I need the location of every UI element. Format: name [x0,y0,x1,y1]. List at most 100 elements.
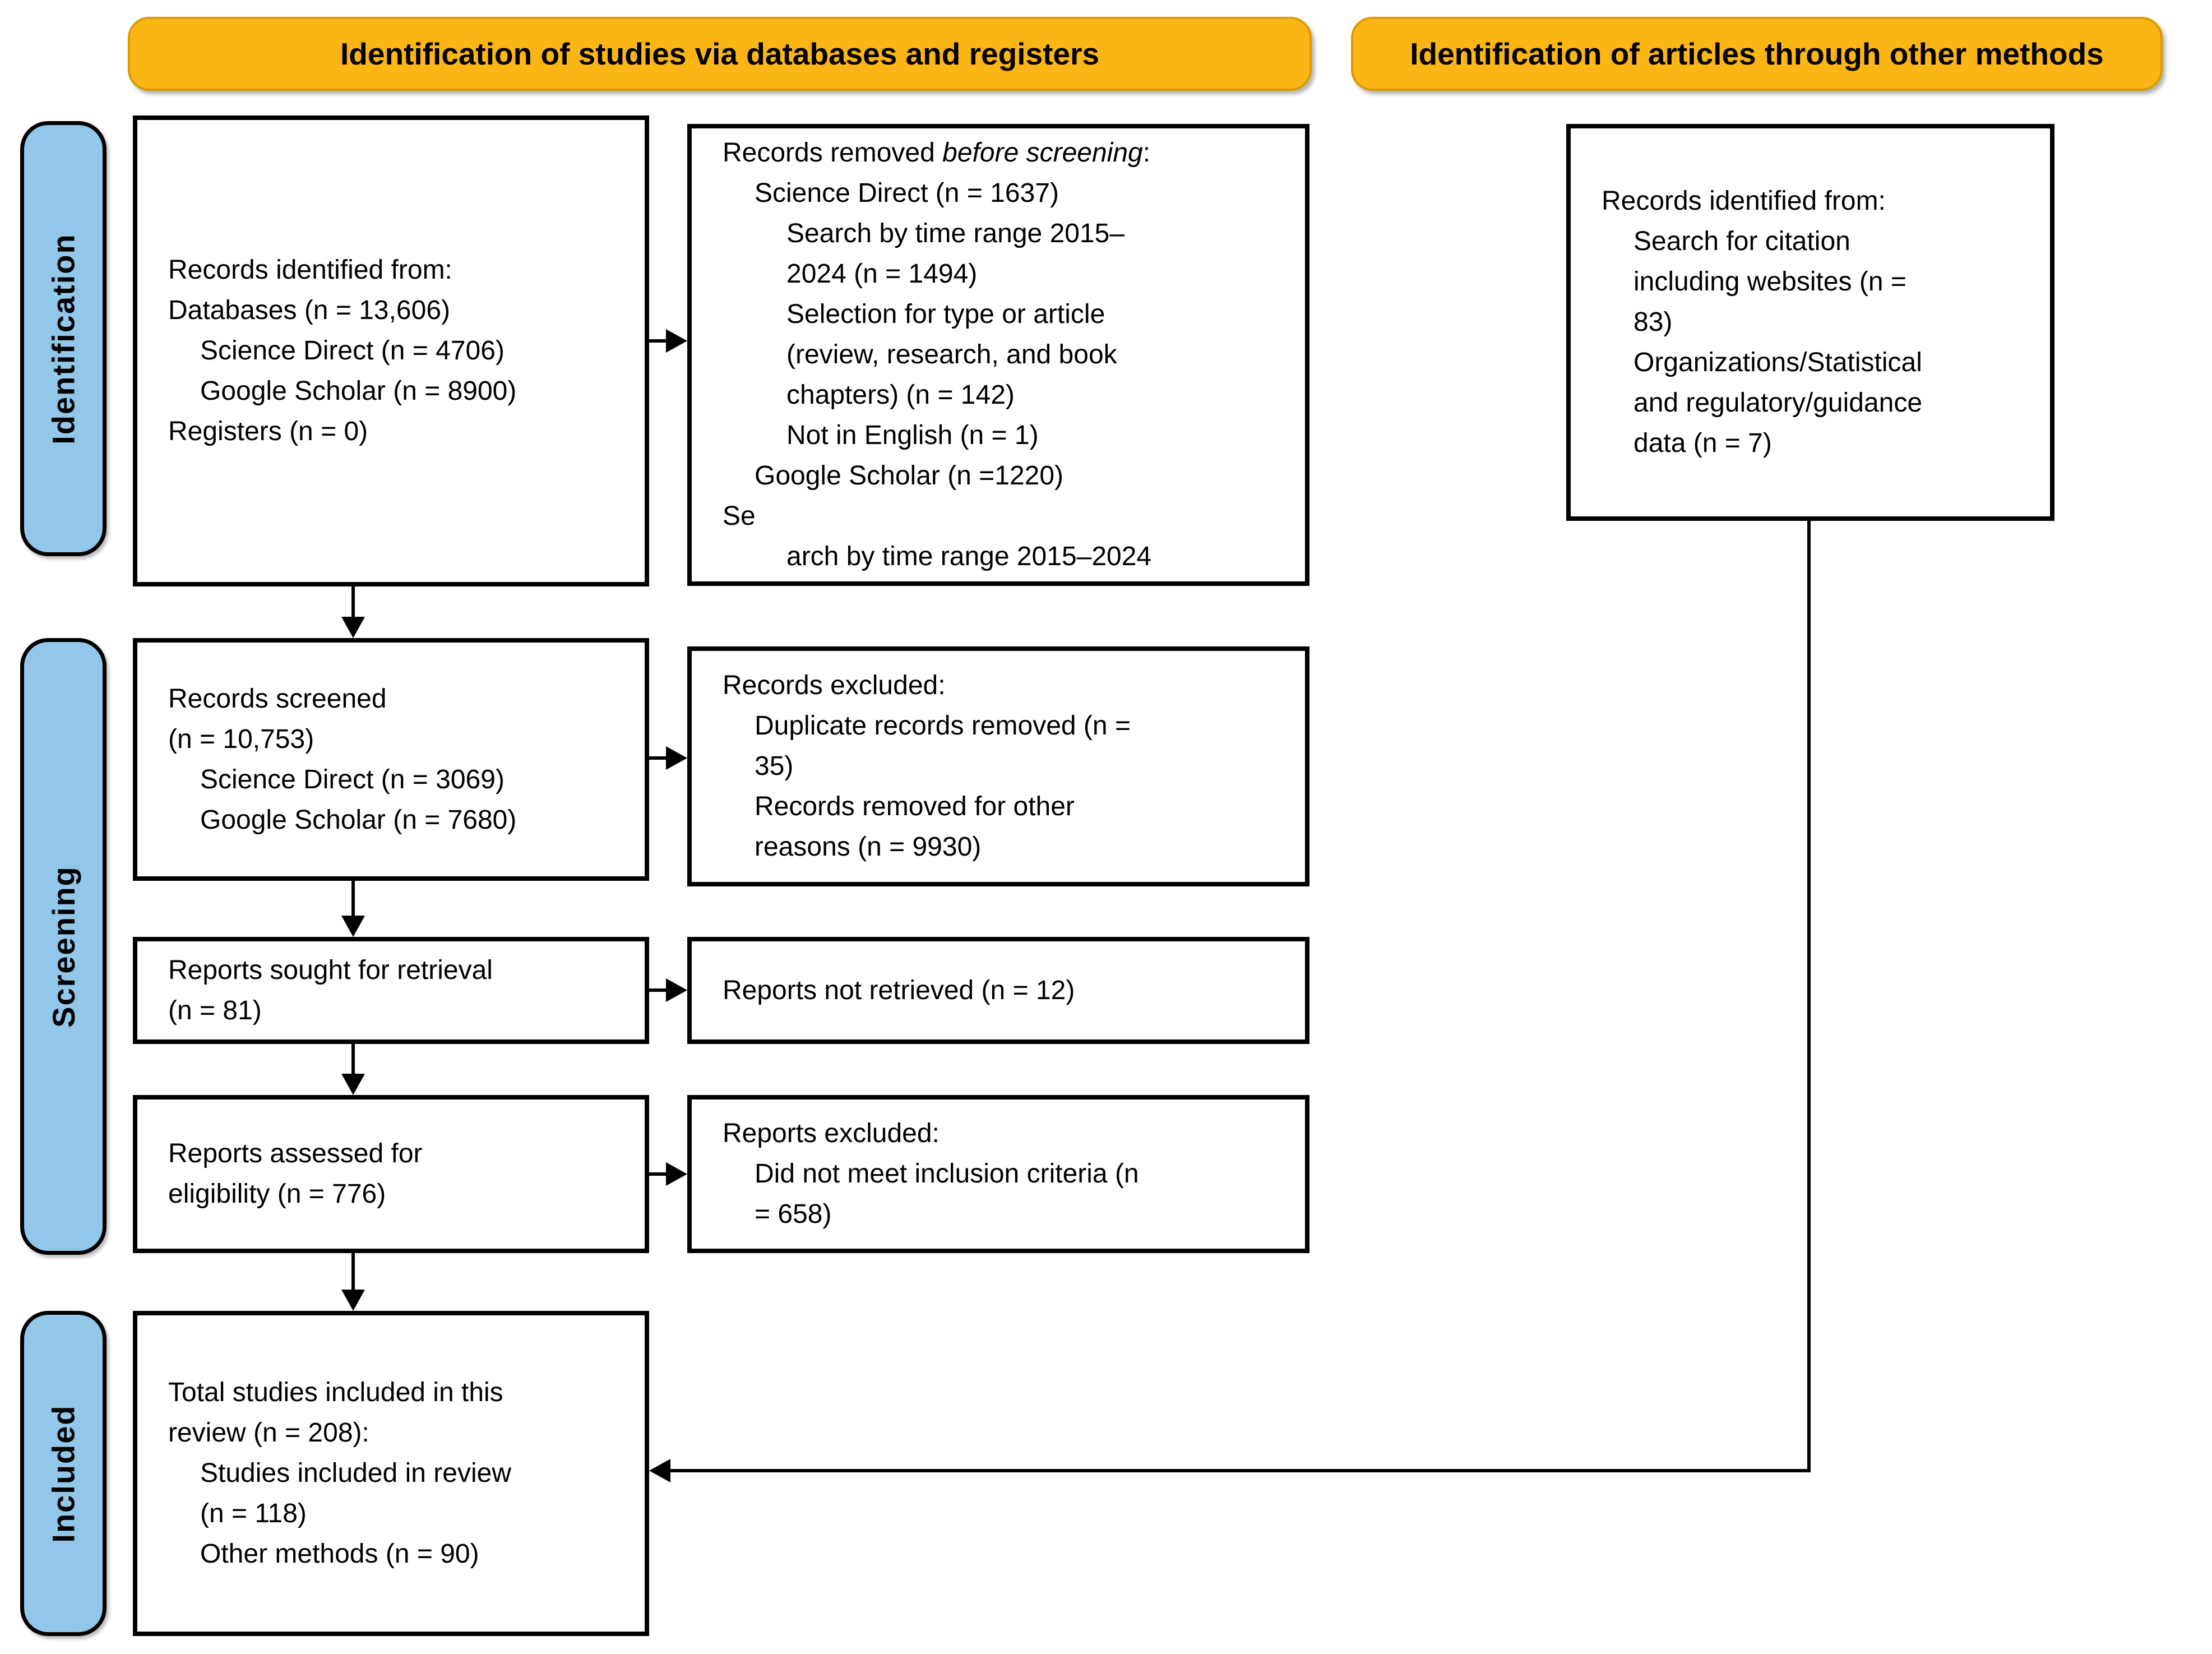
text-segment: (n = 118) [200,1499,307,1528]
text-line: Studies included in review [168,1453,629,1494]
text-segment: Reports excluded: [723,1119,940,1148]
text-segment: Se [723,501,756,531]
text-line: Google Scholar (n = 8900) [168,371,629,412]
side-label-identification: Identification [20,121,107,556]
connector-identified-to-screened [351,586,355,619]
connector-assessed-to-included [351,1253,355,1291]
connector-screened-to-sought [351,881,355,917]
text-line: including websites (n = [1602,262,2034,302]
text-segment: Search by time range 2015– [786,219,1125,248]
text-segment: Records removed [723,138,943,168]
text-segment: Other methods (n = 90) [200,1539,479,1569]
text-segment: reasons (n = 9930) [755,832,982,862]
text-line: Records identified from: [1602,181,2034,221]
text-segment: (n = 10,753) [168,724,314,754]
connector-screened-to-excluded [646,756,669,760]
text-line: 83) [1602,302,2034,343]
text-segment: chapters) (n = 142) [786,380,1015,410]
text-segment: including websites (n = [1633,267,1906,297]
text-line: Google Scholar (n = 7680) [168,800,629,840]
arrowhead-right-icon [666,1162,687,1186]
text-segment: Google Scholar (n = 8900) [200,376,517,406]
text-line: Search for citation [1602,221,2034,262]
text-line: Search by time range 2015– [723,214,1289,254]
text-segment: Science Direct (n = 1637) [755,178,1059,208]
side-label-included: Included [20,1311,107,1636]
text-segment: Records removed for other [755,792,1075,821]
text-line: Registers (n = 0) [168,412,629,452]
text-line: Science Direct (n = 4706) [168,331,629,371]
text-segment: Reports not retrieved (n = 12) [723,975,1075,1005]
text-line: (n = 118) [168,1494,629,1534]
text-segment: Studies included in review [200,1458,511,1488]
connector-other-methods-horizontal [668,1469,1811,1472]
arrowhead-left-icon [649,1459,670,1482]
text-segment: Reports assessed for [168,1139,423,1168]
connector-identified-to-removed [646,339,669,343]
side-label-screening: Screening [20,638,107,1255]
text-line: Did not meet inclusion criteria (n [723,1154,1289,1194]
text-segment: 2024 (n = 1494) [786,259,978,289]
text-segment: 83) [1633,307,1673,337]
text-line: data (n = 7) [1602,423,2034,464]
box-records-identified: Records identified from: Databases (n = 1… [133,115,649,586]
header-other-methods-label: Identification of articles through other… [1410,36,2104,71]
text-line: = 658) [723,1194,1289,1235]
arrowhead-right-icon [666,746,687,770]
connector-sought-to-not-retrieved [646,988,669,992]
text-line: arch by time range 2015–2024 [723,537,1289,577]
text-line: Science Direct (n = 3069) [168,760,629,800]
text-segment: arch by time range 2015–2024 [786,542,1152,571]
connector-sought-to-assessed [351,1044,355,1075]
text-line: and regulatory/guidance [1602,383,2034,423]
text-segment: and regulatory/guidance [1633,388,1923,418]
arrowhead-right-icon [666,978,687,1002]
side-label-included-text: Included [45,1404,81,1543]
text-segment: Records excluded: [723,671,946,700]
text-segment: (review, research, and book [786,340,1117,369]
text-line: 35) [723,746,1289,787]
connector-assessed-to-reports-excluded [646,1172,669,1176]
text-segment: Search for citation [1633,227,1850,256]
text-segment: Science Direct (n = 3069) [200,764,505,794]
text-segment: review (n = 208): [168,1418,369,1448]
text-line: Records screened [168,679,629,719]
text-line: reasons (n = 9930) [723,827,1289,867]
text-line: Duplicate records removed (n = [723,706,1289,746]
header-other-methods: Identification of articles through other… [1351,17,2163,91]
box-records-excluded: Records excluded: Duplicate records remov… [687,646,1309,886]
box-reports-not-retrieved: Reports not retrieved (n = 12) [687,937,1309,1044]
arrowhead-down-icon [341,617,365,638]
text-line: Not in English (n = 1) [723,415,1289,456]
text-line: Records removed before screening: [723,133,1289,173]
text-segment: 35) [755,751,794,781]
text-line: Reports excluded: [723,1114,1289,1154]
text-line: Records removed for other [723,787,1289,827]
text-line: Databases (n = 13,606) [168,290,629,331]
arrowhead-down-icon [341,916,365,937]
text-line: Reports sought for retrieval [168,950,629,991]
text-line: (n = 81) [168,991,629,1031]
text-segment: Reports sought for retrieval [168,955,493,985]
arrowhead-right-icon [666,329,687,353]
text-line: Records identified from: [168,250,629,290]
text-segment: = 658) [755,1199,832,1229]
side-label-identification-text: Identification [45,233,81,445]
text-line: (review, research, and book [723,335,1289,375]
box-total-included: Total studies included in this review (n … [133,1311,649,1636]
text-segment: Not in English (n = 1) [786,421,1039,450]
text-line: review (n = 208): [168,1413,629,1453]
text-line: Organizations/Statistical [1602,343,2034,383]
text-segment: Databases (n = 13,606) [168,295,450,325]
text-line: Total studies included in this [168,1373,629,1413]
box-records-removed: Records removed before screening: Science… [687,124,1309,586]
text-segment: (n = 81) [168,995,262,1025]
text-line: Reports not retrieved (n = 12) [723,971,1289,1011]
text-segment: Records identified from: [168,255,452,285]
text-segment: Selection for type or article [786,299,1105,329]
text-segment: Records identified from: [1602,186,1886,216]
text-line: Google Scholar (n =1220) [723,456,1289,496]
text-segment: Google Scholar (n = 7680) [200,805,517,835]
